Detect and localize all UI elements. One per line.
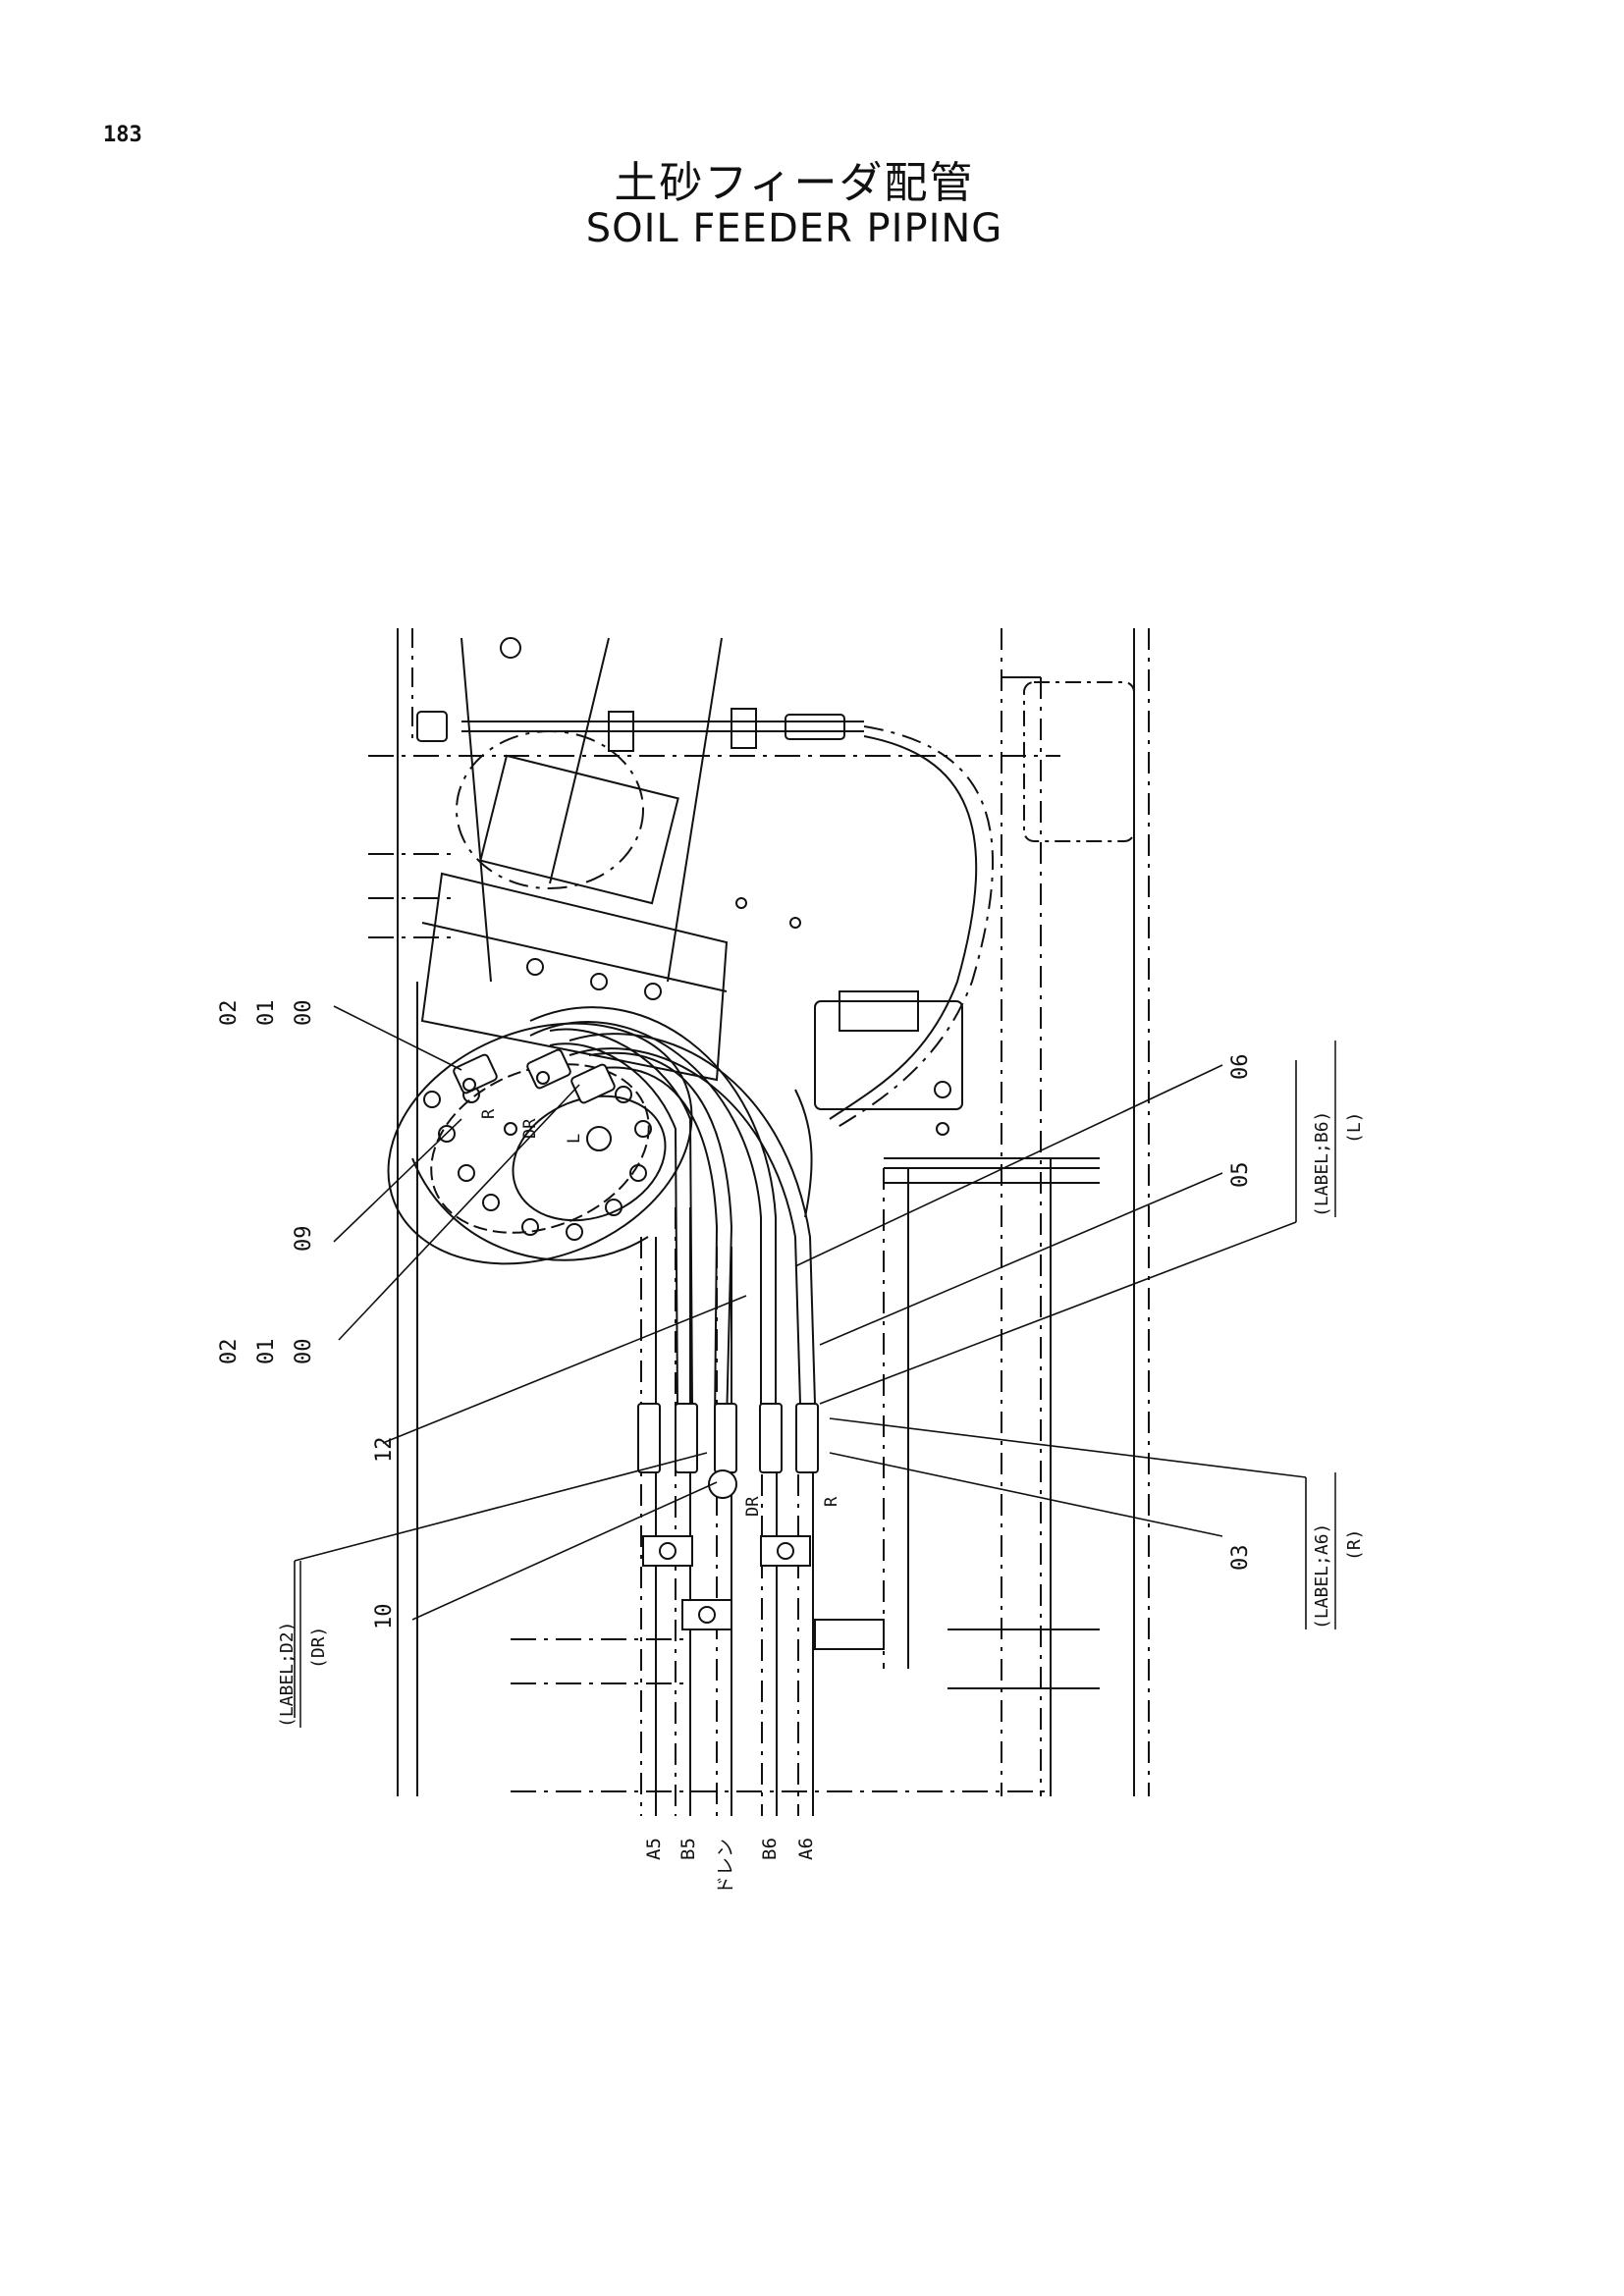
motor-fittings (453, 1048, 616, 1104)
label-d2-bottom: (DR) (308, 1627, 329, 1669)
port-mark-l: L (565, 1134, 584, 1144)
port-label-a5: A5 (643, 1838, 665, 1860)
leader-lines (294, 1005, 1307, 1718)
port-mark-r: R (479, 1108, 499, 1119)
callout-10: 10 (372, 1604, 397, 1630)
bottom-fittings (637, 1403, 819, 1630)
label-a6-bottom: (R) (1344, 1528, 1365, 1561)
port-marks: R DR L DR R (479, 1108, 841, 1517)
frame-lines (368, 628, 1150, 1796)
label-a6-top: (LABEL;A6) (1312, 1523, 1332, 1629)
callout-01-top: 01 (254, 1000, 279, 1027)
page-title-japanese: 土砂フィーダ配管 (614, 158, 975, 208)
callout-03: 03 (1228, 1545, 1253, 1572)
hoses (529, 1006, 816, 1424)
port-label-b5: B5 (677, 1838, 699, 1860)
callout-01-mid: 01 (254, 1339, 279, 1365)
pipe-runs (640, 1207, 814, 1816)
hose-mark-r: R (822, 1496, 841, 1507)
port-labels: A5 B5 ドレン B6 A6 (643, 1838, 817, 1895)
upper-structure (416, 637, 994, 1130)
port-label-drain: ドレン (715, 1839, 736, 1895)
callout-12: 12 (372, 1437, 397, 1464)
callouts: 02 01 00 02 01 00 09 12 10 06 05 03 (217, 1000, 1253, 1630)
label-d2-top: (LABEL;D2) (277, 1622, 298, 1728)
port-label-a6: A6 (795, 1838, 817, 1860)
page-title-english: SOIL FEEDER PIPING (585, 206, 1003, 251)
valve-block (794, 990, 1100, 1650)
callout-00-top: 00 (292, 1000, 316, 1027)
label-b6-bottom: (L) (1344, 1111, 1365, 1144)
callout-02-top: 02 (217, 1000, 242, 1027)
label-b6-top: (LABEL;B6) (1312, 1111, 1332, 1217)
callout-05: 05 (1228, 1162, 1253, 1189)
callout-06: 06 (1228, 1054, 1253, 1081)
callout-09: 09 (292, 1226, 316, 1253)
motor-housing (387, 1022, 693, 1265)
callout-02-mid: 02 (217, 1339, 242, 1365)
port-label-b6: B6 (759, 1838, 781, 1860)
page-number: 183 (103, 123, 142, 147)
label-blocks: (LABEL;B6) (L) (LABEL;A6) (R) (LABEL;D2)… (277, 1041, 1365, 1728)
hose-mark-dr: DR (743, 1496, 763, 1517)
port-mark-dr: DR (520, 1118, 540, 1139)
callout-00-mid: 00 (292, 1339, 316, 1365)
